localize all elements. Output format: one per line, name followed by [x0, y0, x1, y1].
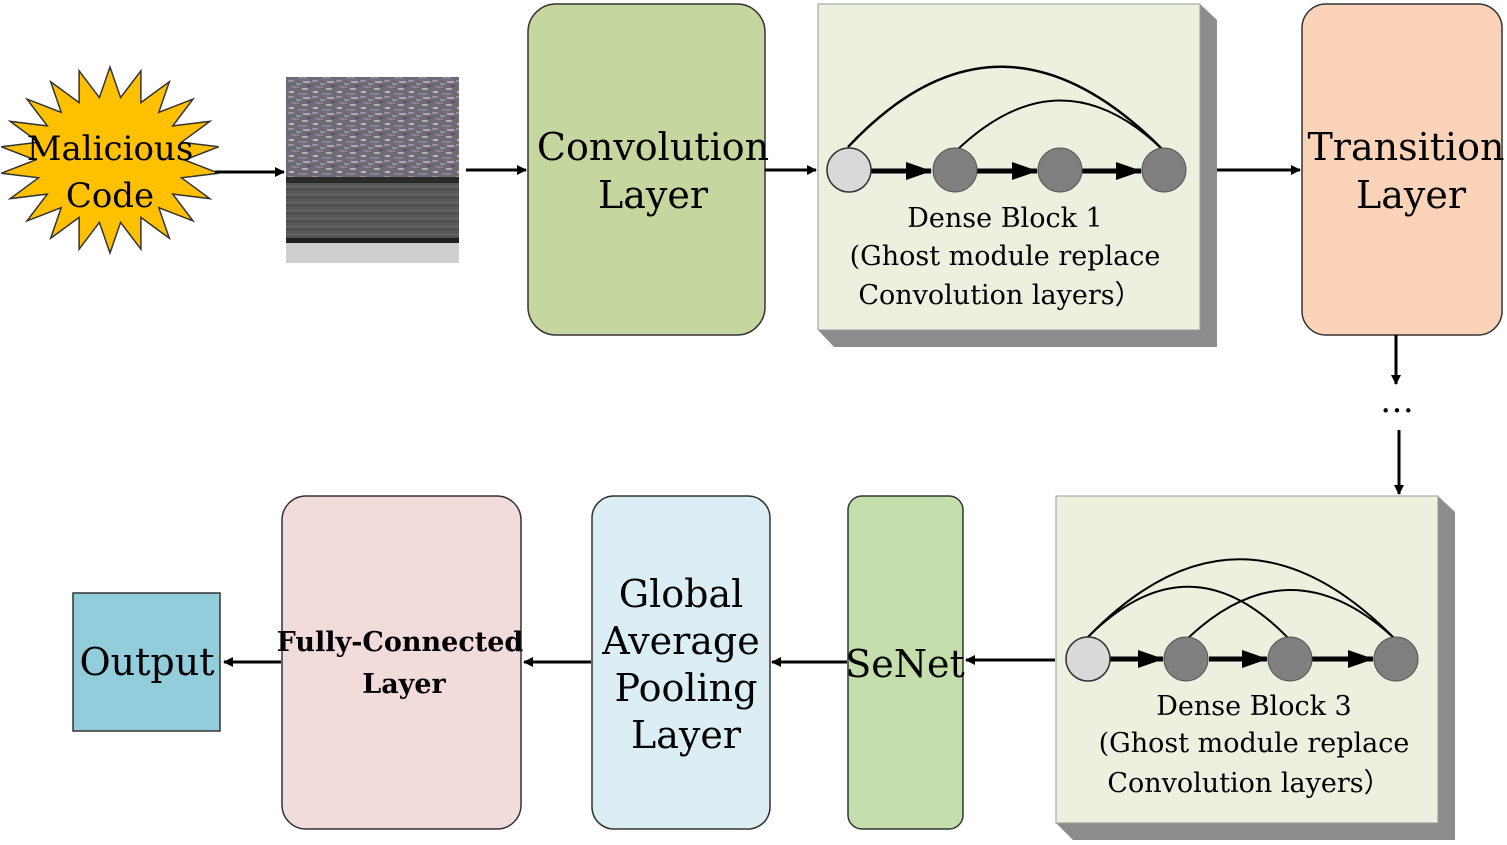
- dense-node: [1141, 147, 1187, 193]
- fc-label-line1: Fully-Connected: [277, 627, 524, 658]
- dense-block-3: Dense Block 3 (Ghost module replace Conv…: [1055, 495, 1455, 840]
- fc-label-line2: Layer: [362, 669, 446, 700]
- dense-block-3-title: Dense Block 3: [1156, 691, 1351, 722]
- dense-block-1-note-line1: (Ghost module replace: [850, 241, 1161, 272]
- dense-block-3-note-line2: Convolution layers）: [1107, 768, 1390, 799]
- dense-node: [1037, 147, 1083, 193]
- dense-block-1-note-line2: Convolution layers）: [858, 280, 1141, 311]
- malicious-code-label-line1: Malicious: [27, 129, 194, 169]
- malicious-code-starburst: Malicious Code: [1, 64, 219, 256]
- dense-block-1-title: Dense Block 1: [907, 203, 1102, 234]
- conv-layer-label-line2: Layer: [598, 173, 709, 217]
- skip-connection-arc: [954, 99, 1164, 153]
- dense-node: [1267, 636, 1313, 682]
- output-box: Output: [72, 592, 221, 732]
- dense-block-1: Dense Block 1 (Ghost module replace Conv…: [817, 3, 1217, 347]
- gap-label-line1: Global: [619, 572, 744, 616]
- senet-box: SeNet: [845, 495, 965, 830]
- gap-label-line3: Pooling: [615, 666, 758, 710]
- dense-node: [1373, 636, 1419, 682]
- skip-connection-arc: [1087, 585, 1291, 641]
- transition-layer-box: Transition Layer: [1301, 3, 1505, 336]
- ellipsis: …: [1380, 381, 1414, 421]
- global-average-pooling-box: Global Average Pooling Layer: [591, 495, 771, 830]
- output-label: Output: [80, 640, 215, 684]
- dense-node: [1163, 636, 1209, 682]
- gap-label-line2: Average: [601, 619, 760, 663]
- convolution-layer-box: Convolution Layer: [527, 3, 769, 336]
- conv-layer-label-line1: Convolution: [537, 125, 769, 169]
- gap-label-line4: Layer: [631, 713, 742, 757]
- dense-node-input: [826, 147, 872, 193]
- skip-connection-arc: [1185, 589, 1397, 641]
- dense-node-input: [1065, 636, 1111, 682]
- malware-grayscale-image: [286, 77, 459, 263]
- dense-node: [932, 147, 978, 193]
- skip-connection-arc: [847, 65, 1164, 151]
- transition-layer-label-line1: Transition: [1307, 125, 1504, 169]
- skip-connection-arc: [1087, 558, 1397, 641]
- fully-connected-layer-box: Fully-Connected Layer: [277, 495, 524, 830]
- dense-block-3-note-line1: (Ghost module replace: [1099, 728, 1410, 759]
- senet-label: SeNet: [845, 642, 965, 686]
- transition-layer-label-line2: Layer: [1356, 173, 1467, 217]
- malicious-code-label-line2: Code: [66, 176, 154, 216]
- starburst-icon: [1, 64, 219, 256]
